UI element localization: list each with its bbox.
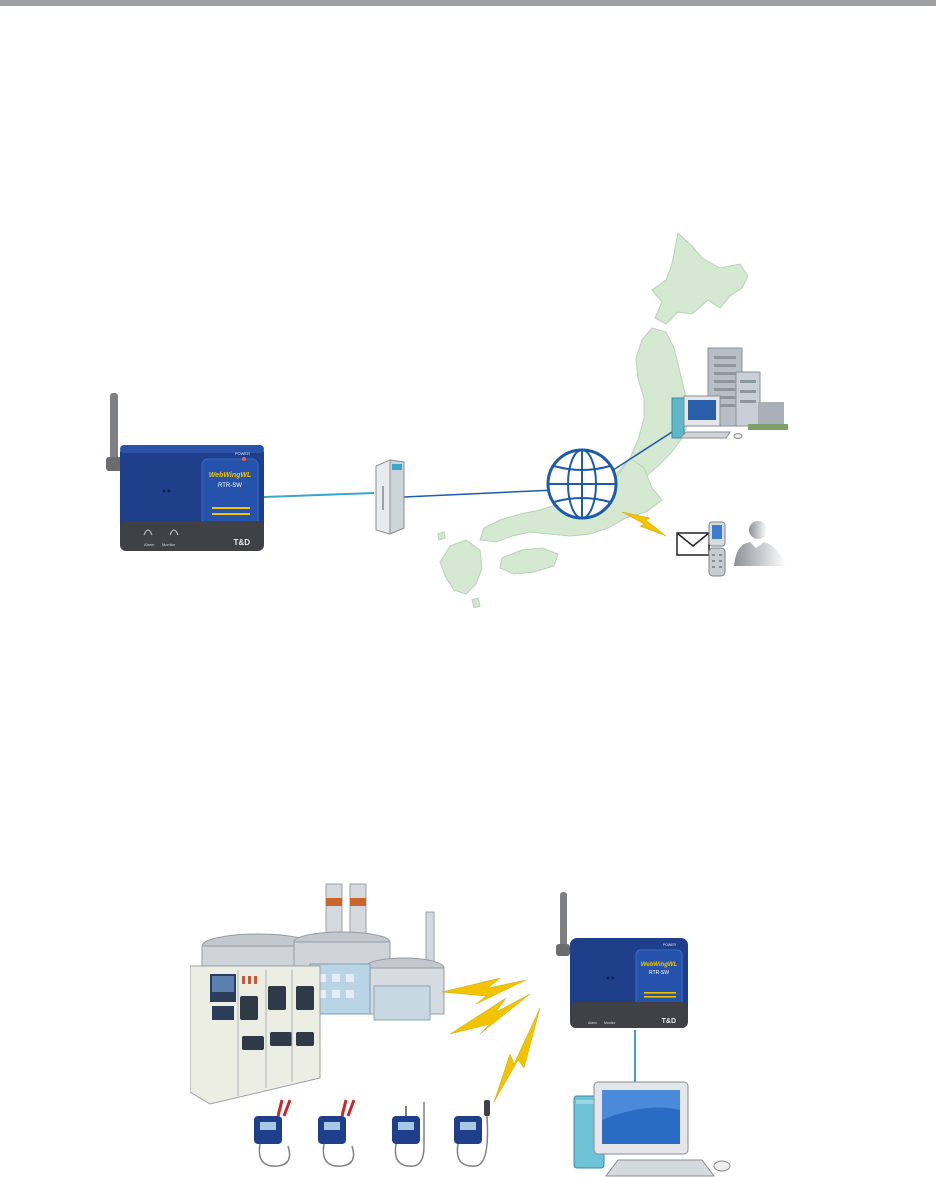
globe-icon [544,446,620,522]
data-logger-icon [454,1100,490,1166]
power-label: POWER [663,943,677,947]
desktop-computer-icon [566,1080,736,1177]
connection-line [630,1030,640,1086]
monitor-label: Monitor [604,1021,617,1025]
lightning-icon [440,968,550,1104]
alarm-label: Alarm [588,1021,597,1025]
router-icon [370,456,414,536]
data-logger-icon [392,1102,424,1166]
factory-icon [190,882,460,1108]
data-logger-icon [318,1100,354,1166]
data-logger-icon [254,1100,290,1166]
data-logger-group [248,1098,510,1176]
model-label: RTR-SW [649,970,669,976]
brand-label: WebWingWL [641,962,678,968]
envelope-icon [676,532,710,556]
office-building-icon [668,340,788,445]
lightning-icon [620,508,670,538]
base-station-device: POWER WebWingWL RTR-SW Alarm Monitor T&D [550,888,692,1032]
person-icon [730,518,788,568]
antenna [560,892,567,952]
connection-lines [0,0,936,620]
mobile-phone-icon [706,520,728,578]
logo: T&D [662,1018,676,1025]
